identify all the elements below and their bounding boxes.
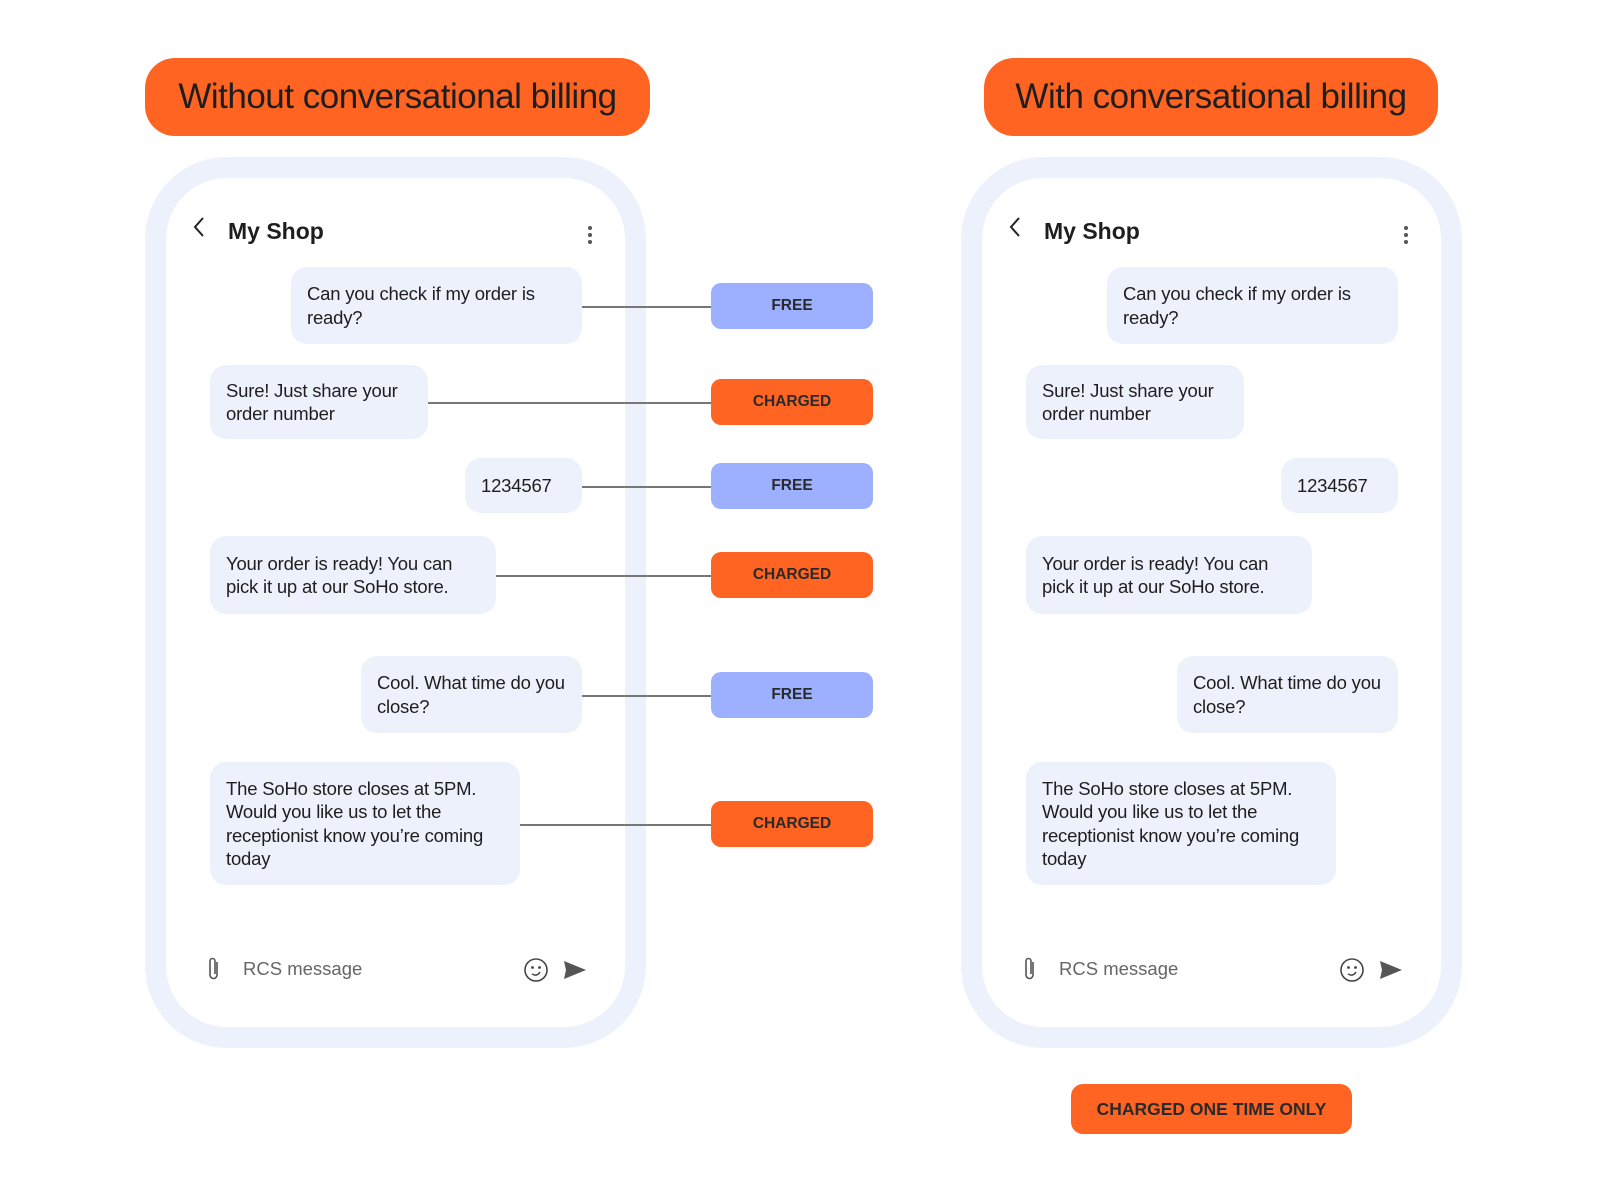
- emoji-icon[interactable]: [523, 957, 549, 988]
- connector-line: [520, 824, 711, 826]
- message-bubble-user: 1234567: [1281, 458, 1398, 513]
- connector-line: [428, 402, 711, 404]
- message-bubble-user: Can you check if my order is ready?: [291, 267, 582, 344]
- send-icon[interactable]: [563, 960, 587, 985]
- billing-badge-free: FREE: [711, 283, 873, 329]
- charged-one-time-badge: CHARGED ONE TIME ONLY: [1071, 1084, 1352, 1134]
- message-input[interactable]: RCS message: [1059, 958, 1179, 979]
- billing-badge-free: FREE: [711, 463, 873, 509]
- message-bubble-business: Sure! Just share your order number: [210, 365, 428, 439]
- billing-badge-charged: CHARGED: [711, 379, 873, 425]
- more-vertical-icon[interactable]: [1404, 226, 1408, 247]
- message-bubble-business: The SoHo store closes at 5PM. Would you …: [210, 762, 520, 885]
- message-bubble-user: Can you check if my order is ready?: [1107, 267, 1398, 344]
- message-bubble-business: Sure! Just share your order number: [1026, 365, 1244, 439]
- billing-badge-charged: CHARGED: [711, 552, 873, 598]
- send-icon[interactable]: [1379, 960, 1403, 985]
- message-bubble-business: Your order is ready! You can pick it up …: [1026, 536, 1312, 614]
- message-bubble-business: The SoHo store closes at 5PM. Would you …: [1026, 762, 1336, 885]
- back-chevron-icon[interactable]: [1008, 214, 1022, 245]
- emoji-icon[interactable]: [1339, 957, 1365, 988]
- billing-badge-free: FREE: [711, 672, 873, 718]
- more-vertical-icon[interactable]: [588, 226, 592, 247]
- connector-line: [496, 575, 711, 577]
- message-bubble-user: Cool. What time do you close?: [361, 656, 582, 733]
- title-without-billing: Without conversational billing: [145, 58, 650, 136]
- message-bubble-user: Cool. What time do you close?: [1177, 656, 1398, 733]
- chat-title: My Shop: [1044, 218, 1140, 244]
- message-bubble-user: 1234567: [465, 458, 582, 513]
- message-bubble-business: Your order is ready! You can pick it up …: [210, 536, 496, 614]
- billing-badge-charged: CHARGED: [711, 801, 873, 847]
- chat-title: My Shop: [228, 218, 324, 244]
- connector-line: [582, 486, 711, 488]
- paperclip-icon[interactable]: [207, 956, 221, 987]
- message-input[interactable]: RCS message: [243, 958, 363, 979]
- connector-line: [582, 306, 711, 308]
- paperclip-icon[interactable]: [1023, 956, 1037, 987]
- back-chevron-icon[interactable]: [192, 214, 206, 245]
- title-with-billing: With conversational billing: [984, 58, 1438, 136]
- connector-line: [582, 695, 711, 697]
